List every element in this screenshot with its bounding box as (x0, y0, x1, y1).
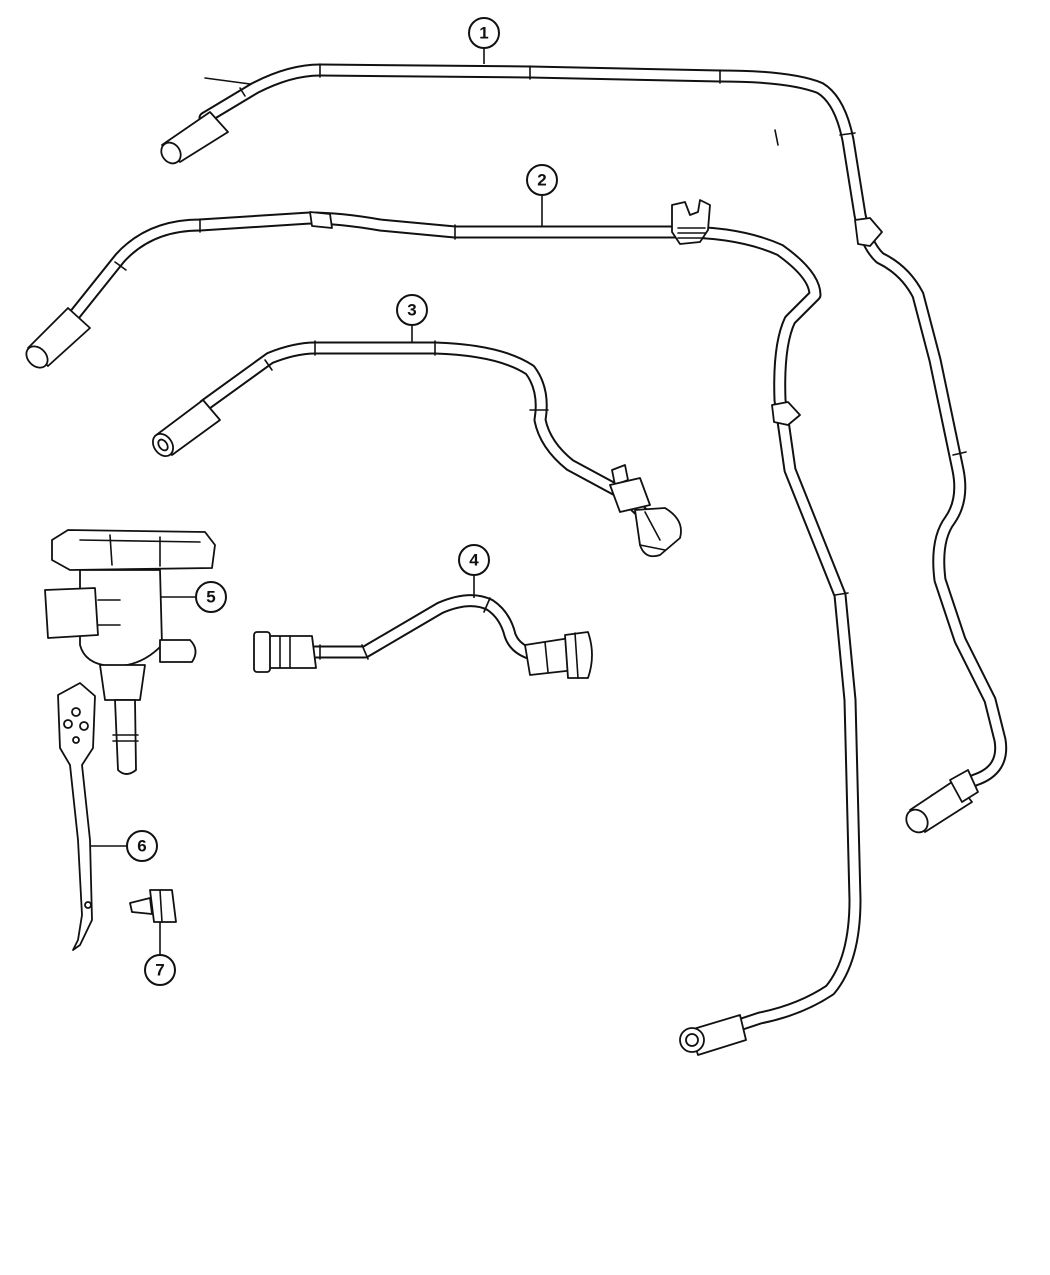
callout-4-label: 4 (469, 551, 479, 570)
callout-4: 4 (458, 544, 490, 598)
mounting-bracket (57, 682, 96, 951)
callout-6: 6 (90, 830, 158, 862)
callout-5: 5 (160, 581, 227, 613)
callout-3: 3 (396, 294, 428, 342)
hose-2 (25, 199, 862, 1056)
hose-2-clip (671, 199, 711, 245)
vent-valve (44, 529, 216, 775)
hose-4-connector-right (524, 631, 593, 679)
hose-2-end-left (25, 307, 91, 369)
hose-4-connector-left (253, 631, 317, 673)
callout-7-label: 7 (155, 961, 164, 980)
hose-3 (152, 340, 682, 558)
callout-1: 1 (468, 17, 500, 64)
callout-2: 2 (526, 164, 558, 226)
hose-1 (160, 63, 1008, 834)
callout-5-label: 5 (206, 588, 215, 607)
callout-1-label: 1 (479, 24, 488, 43)
bolt (129, 889, 177, 923)
callout-2-label: 2 (537, 171, 546, 190)
hose-1-end-left (160, 111, 229, 165)
callout-7: 7 (144, 922, 176, 986)
hose-4 (253, 594, 593, 679)
hose-3-end-right (609, 464, 682, 558)
hose-1-end-right (905, 769, 979, 834)
hose-3-end-left (152, 399, 221, 458)
callout-6-label: 6 (137, 837, 146, 856)
hose-2-end-bottom (679, 1014, 747, 1056)
callout-3-label: 3 (407, 301, 416, 320)
